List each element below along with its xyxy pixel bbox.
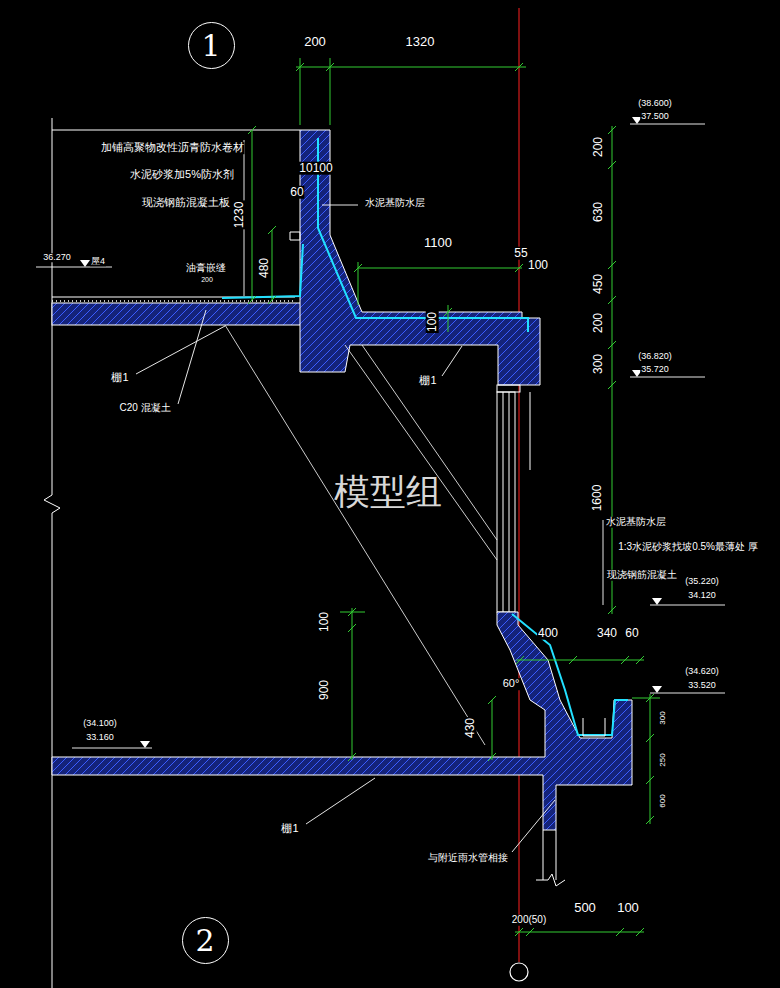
dimension-text: 100: [527, 259, 549, 272]
note-text: 水泥砂浆加5%防水剂: [129, 169, 235, 181]
note-text: 现浇钢筋混凝土板: [141, 197, 231, 209]
note-text: 水泥基防水层: [364, 198, 426, 209]
dimension-text: 250: [659, 752, 667, 767]
section-line: [225, 325, 485, 745]
axis-bubble: 2: [182, 917, 229, 964]
note-text: 水泥基防水层: [605, 517, 667, 528]
axis-number: 2: [195, 923, 214, 958]
elevation-text: (38.600): [637, 99, 673, 108]
elevation-text: 33.160: [85, 733, 115, 742]
dimension-text: 480: [258, 257, 271, 279]
axis-number: 1: [201, 28, 220, 63]
dimension-text: 200: [592, 136, 605, 158]
elevation-text: (35.220): [684, 577, 720, 586]
watermark: 模型组: [333, 473, 443, 511]
window: [503, 392, 504, 612]
dimension-text: 60°: [502, 678, 521, 690]
dimension-text: 300: [592, 353, 605, 375]
dimension-text: 200: [200, 276, 214, 283]
waterproof-layer: [222, 244, 303, 298]
dimension-text: 100: [426, 311, 439, 333]
note-text: C20 混凝土: [118, 403, 171, 414]
outline: [530, 392, 531, 470]
roof-layer: [52, 300, 295, 302]
waterproof-layer: [512, 614, 628, 735]
window-head: [497, 385, 520, 392]
dimension-text: 1230: [233, 201, 246, 230]
note-text: 与附近雨水管相接: [427, 853, 509, 864]
dimension-text: 340: [596, 627, 618, 640]
axis-bubble: 1: [188, 22, 235, 69]
dimension-text: 100: [318, 611, 331, 633]
dimension-text: 400: [537, 627, 559, 640]
roof-slab: [52, 303, 302, 325]
dimension-text: 55: [513, 247, 528, 260]
elevation-text: (34.620): [684, 667, 720, 676]
window: [509, 392, 510, 612]
note-text: 棚1: [418, 375, 437, 387]
dimension-text: 1320: [405, 35, 436, 49]
elevation-text: 35.720: [640, 365, 670, 374]
dimension-text: 200(50): [511, 915, 547, 926]
elevation-text: (34.100): [82, 719, 118, 728]
elevation-text: 36.270: [42, 253, 72, 262]
column: [536, 830, 565, 886]
note-text: 油膏嵌缝: [185, 263, 227, 274]
dimension-text: 500: [573, 901, 597, 915]
waterproof-layer: [318, 138, 528, 332]
elevation-text: (36.820): [637, 352, 673, 361]
section-line: [345, 345, 497, 560]
dimension-text: 900: [318, 679, 331, 701]
elevation-text: 37.500: [640, 112, 670, 121]
gutter-edge: [583, 718, 605, 736]
leader-lines: [36, 124, 725, 852]
level-marks: [80, 117, 662, 748]
elevation-text: 33.520: [687, 681, 717, 690]
dimension-text: 200: [592, 312, 605, 334]
window: [497, 392, 515, 612]
dimension-text: 60: [289, 186, 304, 199]
note-text: 屋4: [90, 257, 106, 266]
dimension-lines: [248, 58, 660, 936]
dimension-text: 10100: [298, 162, 333, 175]
outline: [52, 130, 300, 131]
note-text: 1:3水泥砂浆找坡0.5%最薄处 厚: [617, 542, 758, 553]
dimension-text: 630: [592, 201, 605, 223]
elevation-text: 34.120: [687, 591, 717, 600]
axis-line: [519, 8, 520, 962]
drip: [290, 232, 300, 240]
axis-bubble: [510, 963, 528, 981]
note-text: 棚1: [110, 372, 129, 384]
dimension-text: 1600: [591, 484, 604, 513]
dimension-text: 450: [592, 273, 605, 295]
note-text: 现浇钢筋混凝土: [606, 570, 678, 581]
dimension-text: 60: [624, 627, 639, 640]
note-text: 棚1: [280, 823, 299, 835]
eave-concrete: [300, 130, 540, 385]
dimension-text: 200: [303, 35, 327, 49]
dimension-text: 600: [659, 793, 667, 808]
dimension-text: 100: [616, 901, 640, 915]
dimension-text: 300: [659, 710, 667, 725]
dimension-text: 1100: [423, 236, 453, 250]
gutter-concrete: [52, 612, 632, 830]
note-text: 加铺高聚物改性沥青防水卷材: [100, 142, 245, 154]
dimension-text: 430: [464, 717, 477, 739]
wall-line: [44, 118, 60, 988]
